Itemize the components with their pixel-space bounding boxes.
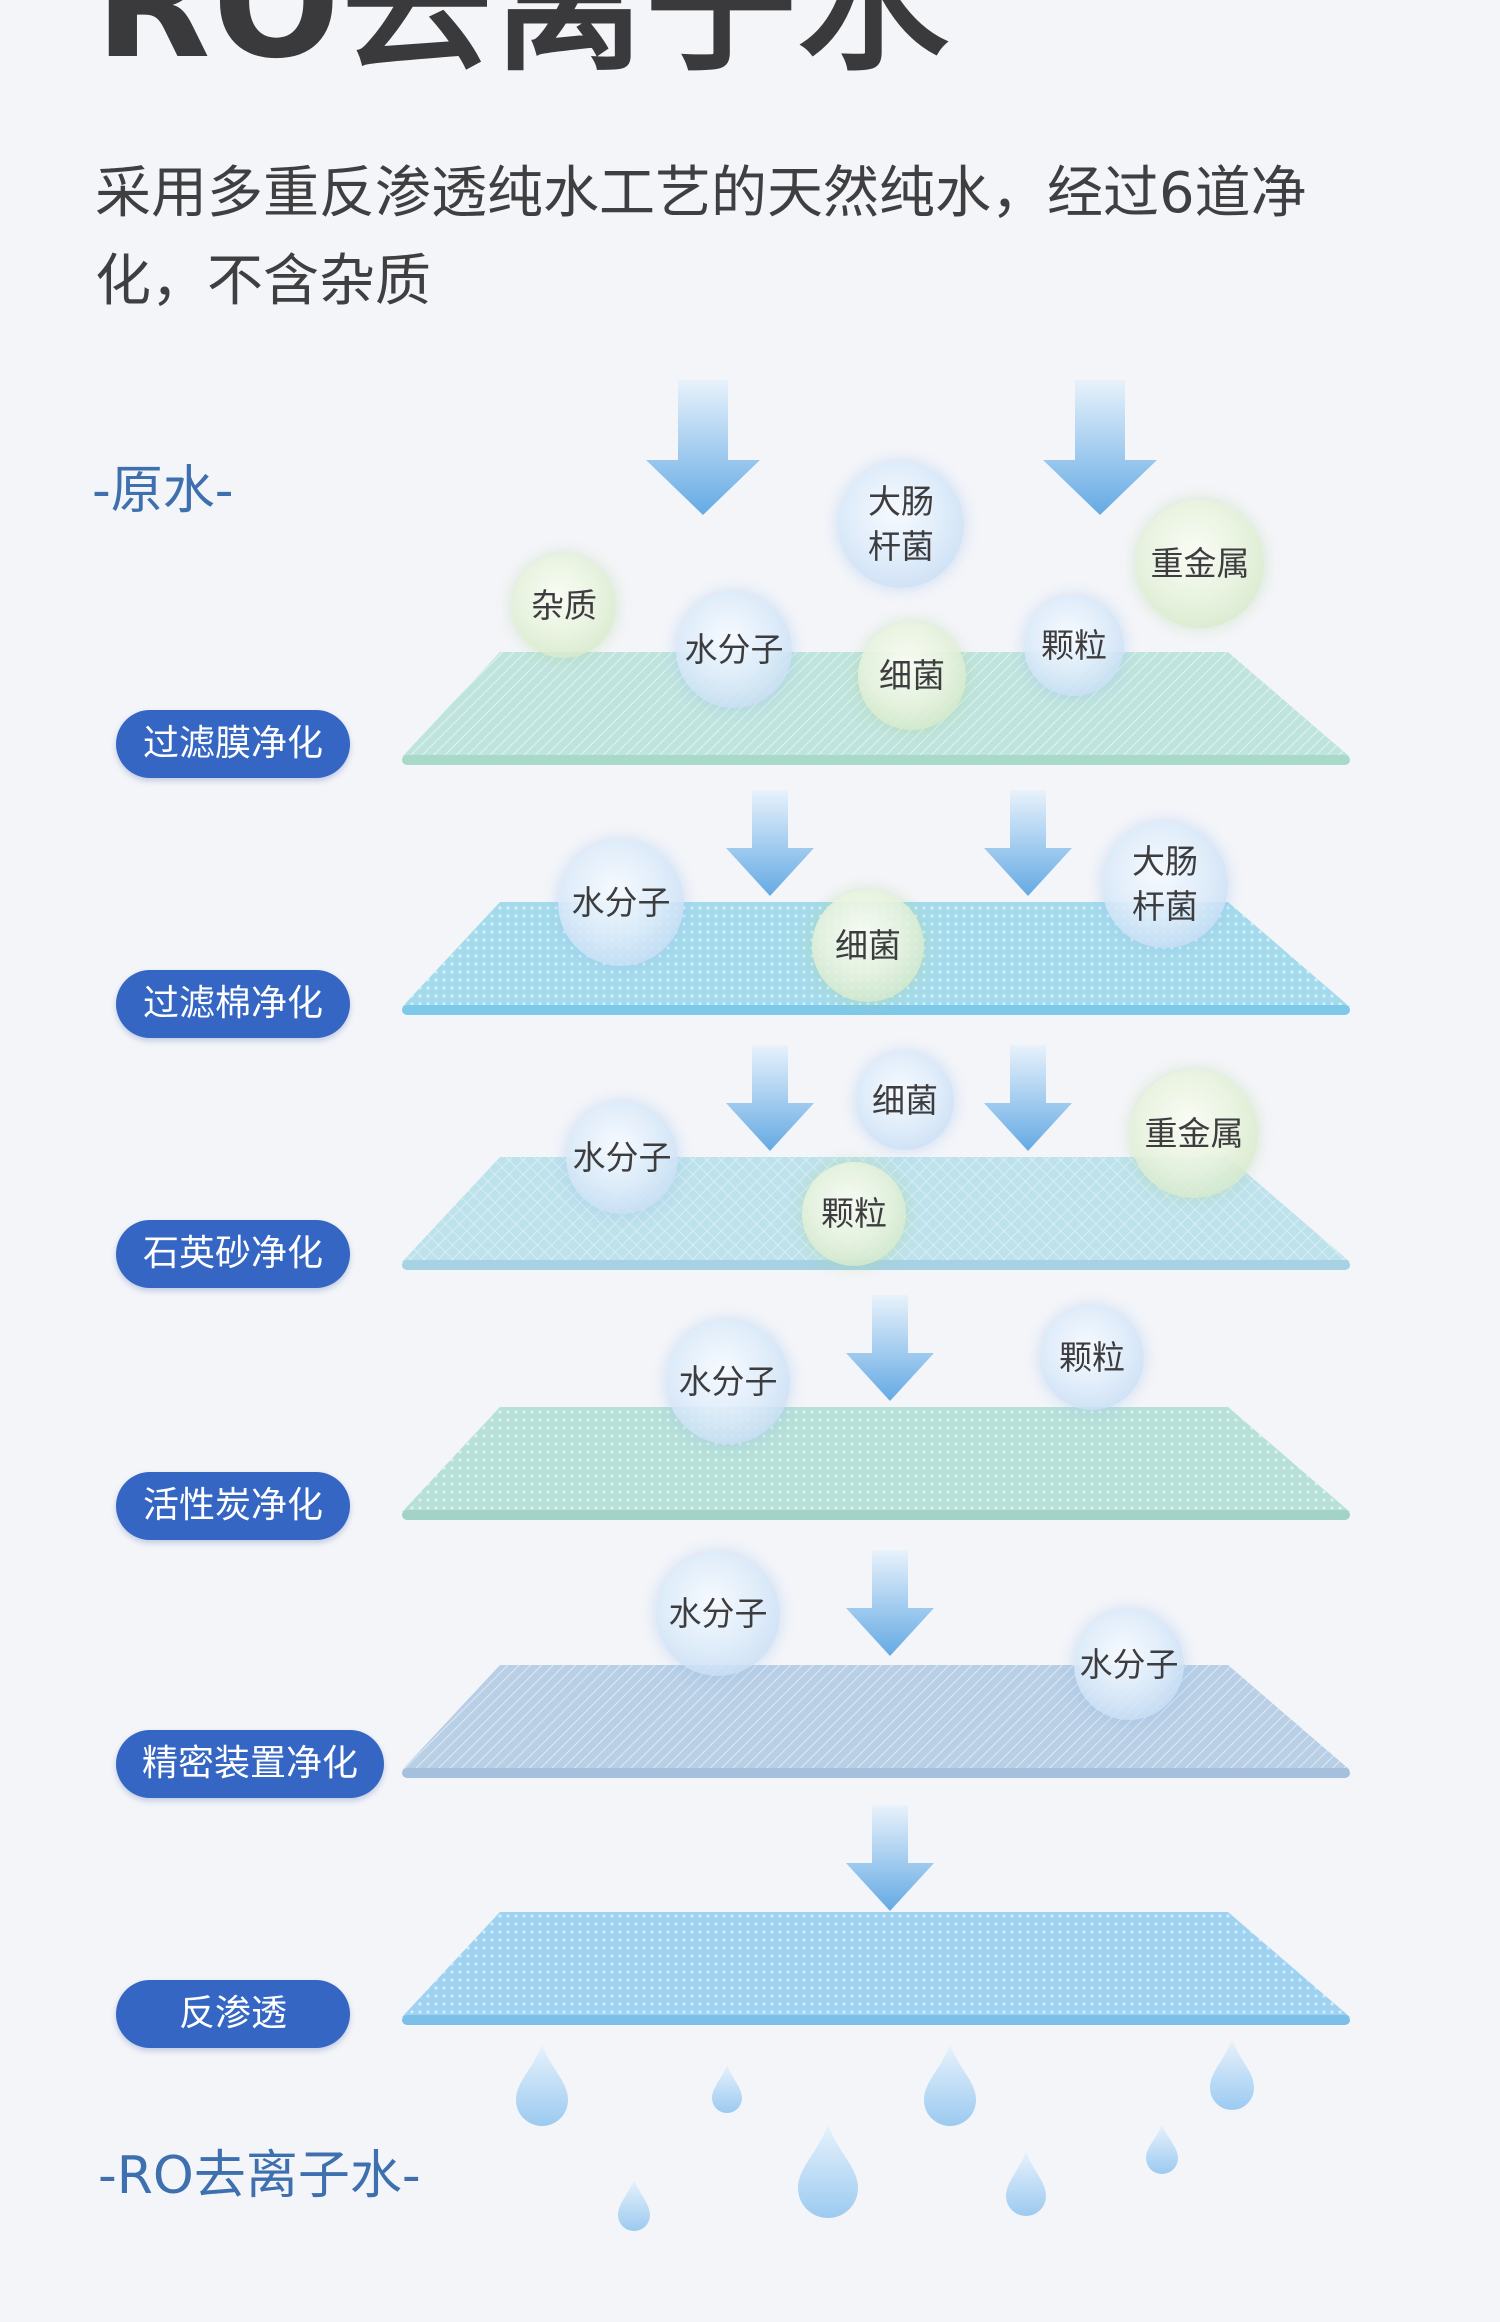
filter-layer-reverse-osmosis bbox=[402, 1912, 1350, 2025]
water-molecule-bubble: 水分子 bbox=[1074, 1610, 1184, 1720]
water-drop-icon bbox=[1146, 2125, 1178, 2174]
down-arrow-icon bbox=[984, 790, 1072, 896]
water-molecule-bubble: 水分子 bbox=[558, 840, 684, 966]
impurity-bubble: 杂质 bbox=[512, 554, 616, 658]
filter-layer-precision bbox=[402, 1665, 1350, 1778]
e-coli-bubble: 大肠杆菌 bbox=[1102, 822, 1228, 948]
e-coli-bubble: 大肠杆菌 bbox=[838, 462, 964, 588]
subtitle: 采用多重反渗透纯水工艺的天然纯水，经过6道净化，不含杂质 bbox=[95, 161, 1307, 314]
granule-bubble: 颗粒 bbox=[1024, 596, 1124, 696]
down-arrow-icon bbox=[1043, 380, 1157, 515]
raw-water-label: -原水- bbox=[92, 461, 234, 521]
bacteria-bubble: 细菌 bbox=[856, 1052, 954, 1150]
down-arrow-icon bbox=[726, 1045, 814, 1151]
water-drop-icon bbox=[712, 2065, 742, 2113]
water-molecule-bubble: 水分子 bbox=[566, 1102, 678, 1214]
bacteria-bubble: 细菌 bbox=[858, 622, 966, 730]
heavy-metal-bubble: 重金属 bbox=[1130, 1070, 1258, 1198]
heavy-metal-bubble: 重金属 bbox=[1136, 500, 1264, 628]
headline: RO去离子水 bbox=[95, 0, 951, 92]
water-drop-icon bbox=[618, 2180, 650, 2231]
down-arrow-icon bbox=[984, 1045, 1072, 1151]
water-drop-icon bbox=[516, 2045, 568, 2126]
granule-bubble: 颗粒 bbox=[1040, 1306, 1144, 1410]
stage-pill-carbon: 活性炭净化 bbox=[116, 1472, 350, 1540]
stage-pill-cotton: 过滤棉净化 bbox=[116, 970, 350, 1038]
water-molecule-bubble: 水分子 bbox=[656, 1552, 780, 1676]
water-drop-icon bbox=[924, 2045, 976, 2126]
stage-pill-precision: 精密装置净化 bbox=[116, 1730, 384, 1798]
stage-pill-reverse-osmosis: 反渗透 bbox=[116, 1980, 350, 2048]
granule-bubble: 颗粒 bbox=[802, 1162, 906, 1266]
down-arrow-icon bbox=[646, 380, 760, 515]
down-arrow-icon bbox=[726, 790, 814, 896]
water-drop-icon bbox=[1210, 2040, 1254, 2110]
water-drop-icon bbox=[798, 2125, 858, 2218]
filter-layer-carbon bbox=[402, 1407, 1350, 1520]
ro-water-label: -RO去离子水- bbox=[98, 2146, 421, 2206]
water-drop-icon bbox=[1006, 2152, 1046, 2216]
water-molecule-bubble: 水分子 bbox=[676, 592, 792, 708]
down-arrow-icon bbox=[846, 1550, 934, 1656]
bacteria-bubble: 细菌 bbox=[812, 890, 924, 1002]
down-arrow-icon bbox=[846, 1805, 934, 1911]
down-arrow-icon bbox=[846, 1295, 934, 1401]
stage-pill-quartz: 石英砂净化 bbox=[116, 1220, 350, 1288]
stage-pill-membrane: 过滤膜净化 bbox=[116, 710, 350, 778]
water-molecule-bubble: 水分子 bbox=[666, 1320, 790, 1444]
